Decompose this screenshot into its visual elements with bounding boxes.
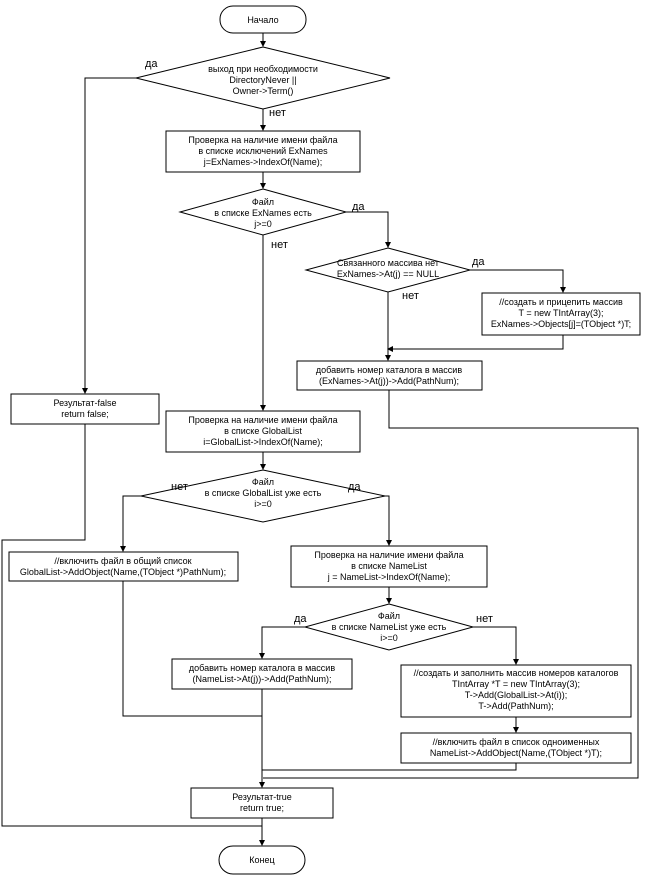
arrow-d2-no — [260, 405, 266, 411]
decision-in-globallist-line-2: в списке GlobalList уже есть — [205, 488, 322, 498]
process-create-fill-array-line-1: //создать и заполнить массив номеров кат… — [414, 668, 619, 678]
decision-in-globallist-yes-label: да — [348, 481, 361, 493]
process-check-exnames — [165, 130, 361, 173]
process-check-globallist-line-1: Проверка на наличие имени файла — [188, 415, 337, 425]
process-result-false — [10, 393, 160, 425]
process-check-globallist — [165, 410, 361, 453]
decision-no-linked-array-no-label: нет — [402, 290, 419, 302]
process-create-array — [481, 292, 641, 336]
process-result-true — [190, 787, 334, 819]
process-add-to-namelist — [400, 732, 632, 764]
process-result-true-line-2: return true; — [240, 803, 284, 813]
process-add-to-globallist — [8, 551, 239, 582]
edge-d5-no — [473, 626, 517, 664]
arrow-p8-to-p9 — [513, 727, 519, 733]
edge-d1-yes — [84, 77, 136, 393]
decision-in-namelist-yes-label: да — [294, 613, 307, 625]
process-add-exnames-line-2: (ExNames->At(j))->Add(PathNum); — [319, 376, 459, 386]
process-add-to-globallist-line-1: //включить файл в общий список — [54, 556, 191, 566]
decision-in-namelist — [303, 603, 475, 651]
decision-in-exnames-line-3: j>=0 — [253, 219, 272, 229]
process-check-exnames-line-2: в списке исключений ExNames — [198, 146, 328, 156]
decision-in-exnames-line-2: в списке ExNames есть — [214, 208, 312, 218]
edge-pf-to-end — [1, 424, 262, 827]
decision-in-globallist-line-1: Файл — [252, 477, 274, 487]
edge-d4-no — [122, 495, 141, 551]
end-label: Конец — [249, 855, 274, 865]
arrow-d4-no — [120, 546, 126, 552]
process-check-namelist-line-1: Проверка на наличие имени файла — [314, 550, 463, 560]
edge-p3-to-true — [263, 390, 639, 779]
process-check-namelist — [290, 545, 488, 588]
process-check-globallist-line-2: в списке GlobalList — [224, 426, 302, 436]
arrow-d5-yes — [259, 653, 265, 659]
decision-in-namelist-no-label: нет — [476, 613, 493, 625]
process-result-false-line-1: Результат-false — [54, 398, 117, 408]
arrow-p6-to-d5 — [386, 598, 392, 604]
decision-in-exnames-yes-label: да — [352, 201, 365, 213]
process-check-namelist-line-3: j = NameList->IndexOf(Name); — [327, 572, 451, 582]
decision-in-globallist-no-label: нет — [171, 481, 188, 493]
decision-exit-check-line-1: выход при необходимости — [208, 64, 318, 74]
decision-exit-check-line-2: DirectoryNever || — [229, 75, 296, 85]
start-label: Начало — [247, 15, 278, 25]
decision-in-exnames-line-1: Файл — [252, 197, 274, 207]
process-add-namelist-line-1: добавить номер каталога в массив — [189, 663, 335, 673]
edge-p9-to-true — [262, 763, 517, 771]
arrow-d1-no — [260, 125, 266, 131]
edge-p2-merge — [388, 335, 564, 350]
arrow-d3-no — [385, 355, 391, 361]
decision-in-namelist-line-1: Файл — [378, 611, 400, 621]
process-add-exnames-line-1: добавить номер каталога в массив — [316, 365, 462, 375]
process-check-exnames-line-3: j=ExNames->IndexOf(Name); — [203, 157, 323, 167]
arrow-d1-yes — [82, 388, 88, 394]
decision-in-globallist — [140, 469, 386, 523]
arrow-d3-yes — [560, 287, 566, 293]
process-create-array-line-1: //создать и прицепить массив — [499, 297, 623, 307]
arrow-d2-yes — [385, 242, 391, 248]
process-check-exnames-line-1: Проверка на наличие имени файла — [188, 135, 337, 145]
decision-no-linked-array-yes-label: да — [472, 256, 485, 268]
arrow-p1-to-d2 — [260, 183, 266, 189]
decision-no-linked-array-line-2: ExNames->At(j) == NULL — [337, 269, 439, 279]
process-result-true-line-1: Результат-true — [232, 792, 291, 802]
process-add-to-namelist-line-1: //включить файл в список одноименных — [433, 737, 600, 747]
process-create-fill-array-line-3: T->Add(GlobalList->At(i)); — [465, 690, 568, 700]
arrow-start-to-d1 — [260, 41, 266, 47]
decision-in-namelist-line-2: в списке NameList уже есть — [332, 622, 447, 632]
process-check-namelist-line-2: в списке NameList — [351, 561, 427, 571]
decision-no-linked-array-line-1: Связанного массива нет — [337, 258, 439, 268]
process-add-to-globallist-line-2: GlobalList->AddObject(Name,(TObject *)Pa… — [20, 567, 226, 577]
decision-exit-check-no-label: нет — [269, 107, 286, 119]
edge-p5-to-true — [122, 581, 262, 717]
arrow-d5-no — [513, 659, 519, 665]
edge-d3-yes — [470, 269, 564, 292]
arrow-true-to-end — [259, 840, 265, 846]
edge-d2-yes — [346, 211, 389, 247]
arrow-p2-merge — [387, 346, 393, 352]
decision-in-exnames-no-label: нет — [271, 239, 288, 251]
process-add-to-namelist-line-2: NameList->AddObject(Name,(TObject *)T); — [430, 748, 602, 758]
decision-exit-check-line-3: Owner->Term() — [233, 86, 294, 96]
arrow-merge-to-true — [259, 782, 265, 788]
process-create-array-line-3: ExNames->Objects[j]=(TObject *)T; — [491, 319, 631, 329]
process-check-globallist-line-3: i=GlobalList->IndexOf(Name); — [203, 437, 323, 447]
process-create-fill-array-line-4: T->Add(PathNum); — [478, 701, 553, 711]
process-create-array-line-2: T = new TIntArray(3); — [519, 308, 604, 318]
process-create-fill-array — [400, 664, 632, 718]
edge-d4-yes — [385, 495, 390, 545]
arrow-p4-to-d4 — [260, 464, 266, 470]
process-add-namelist-line-2: (NameList->At(j))->Add(PathNum); — [192, 674, 331, 684]
arrow-d4-yes — [386, 540, 392, 546]
process-result-false-line-2: return false; — [61, 409, 109, 419]
process-add-exnames — [296, 360, 483, 391]
process-create-fill-array-line-2: TIntArray *T = new TIntArray(3); — [452, 679, 580, 689]
connectors — [1, 33, 639, 846]
edge-d5-yes — [261, 626, 305, 658]
decision-in-namelist-line-3: i>=0 — [380, 633, 398, 643]
decision-exit-check-yes-label: да — [145, 58, 158, 70]
decision-in-globallist-line-3: i>=0 — [254, 499, 272, 509]
